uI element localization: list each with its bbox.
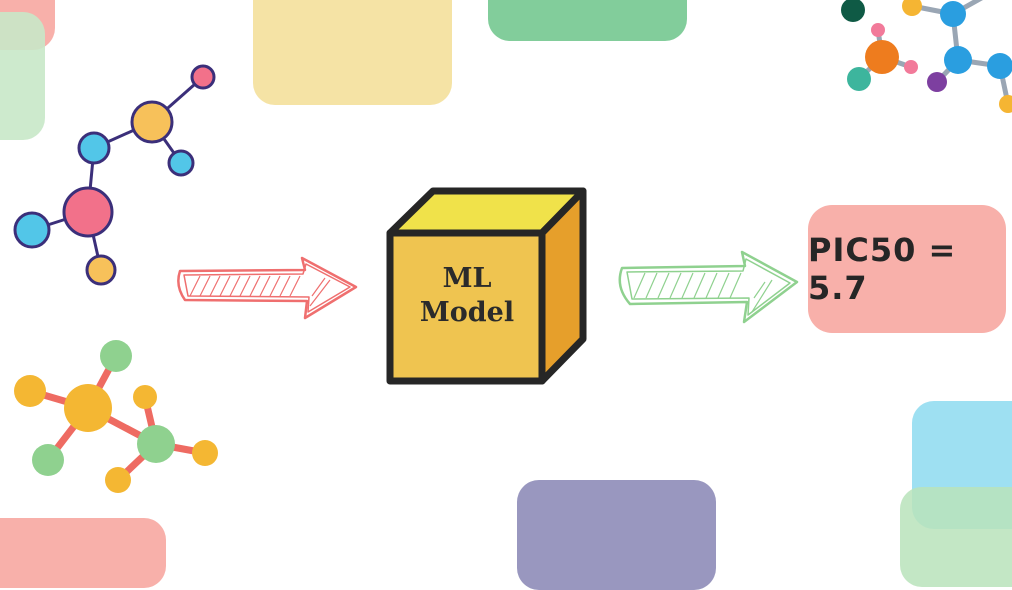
arrow-right-icon [618,250,799,324]
molecule-icon [13,64,216,286]
molecule-icon [841,0,1012,113]
molecule-icon [14,340,218,493]
decor-blob-yellow-top [253,0,452,105]
model-label: ML Model [392,262,542,330]
cube-icon [386,187,587,385]
result-text: PIC50 = 5.7 [808,231,957,307]
model-label-line2: Model [419,297,515,328]
arrow-right-icon [177,256,358,320]
model-label-line1: ML [442,263,492,294]
result-box: PIC50 = 5.7 [808,205,1006,333]
decor-blob-mint-top [488,0,687,41]
decor-blob-green-left [0,12,45,140]
diagram-canvas [13,0,1012,493]
